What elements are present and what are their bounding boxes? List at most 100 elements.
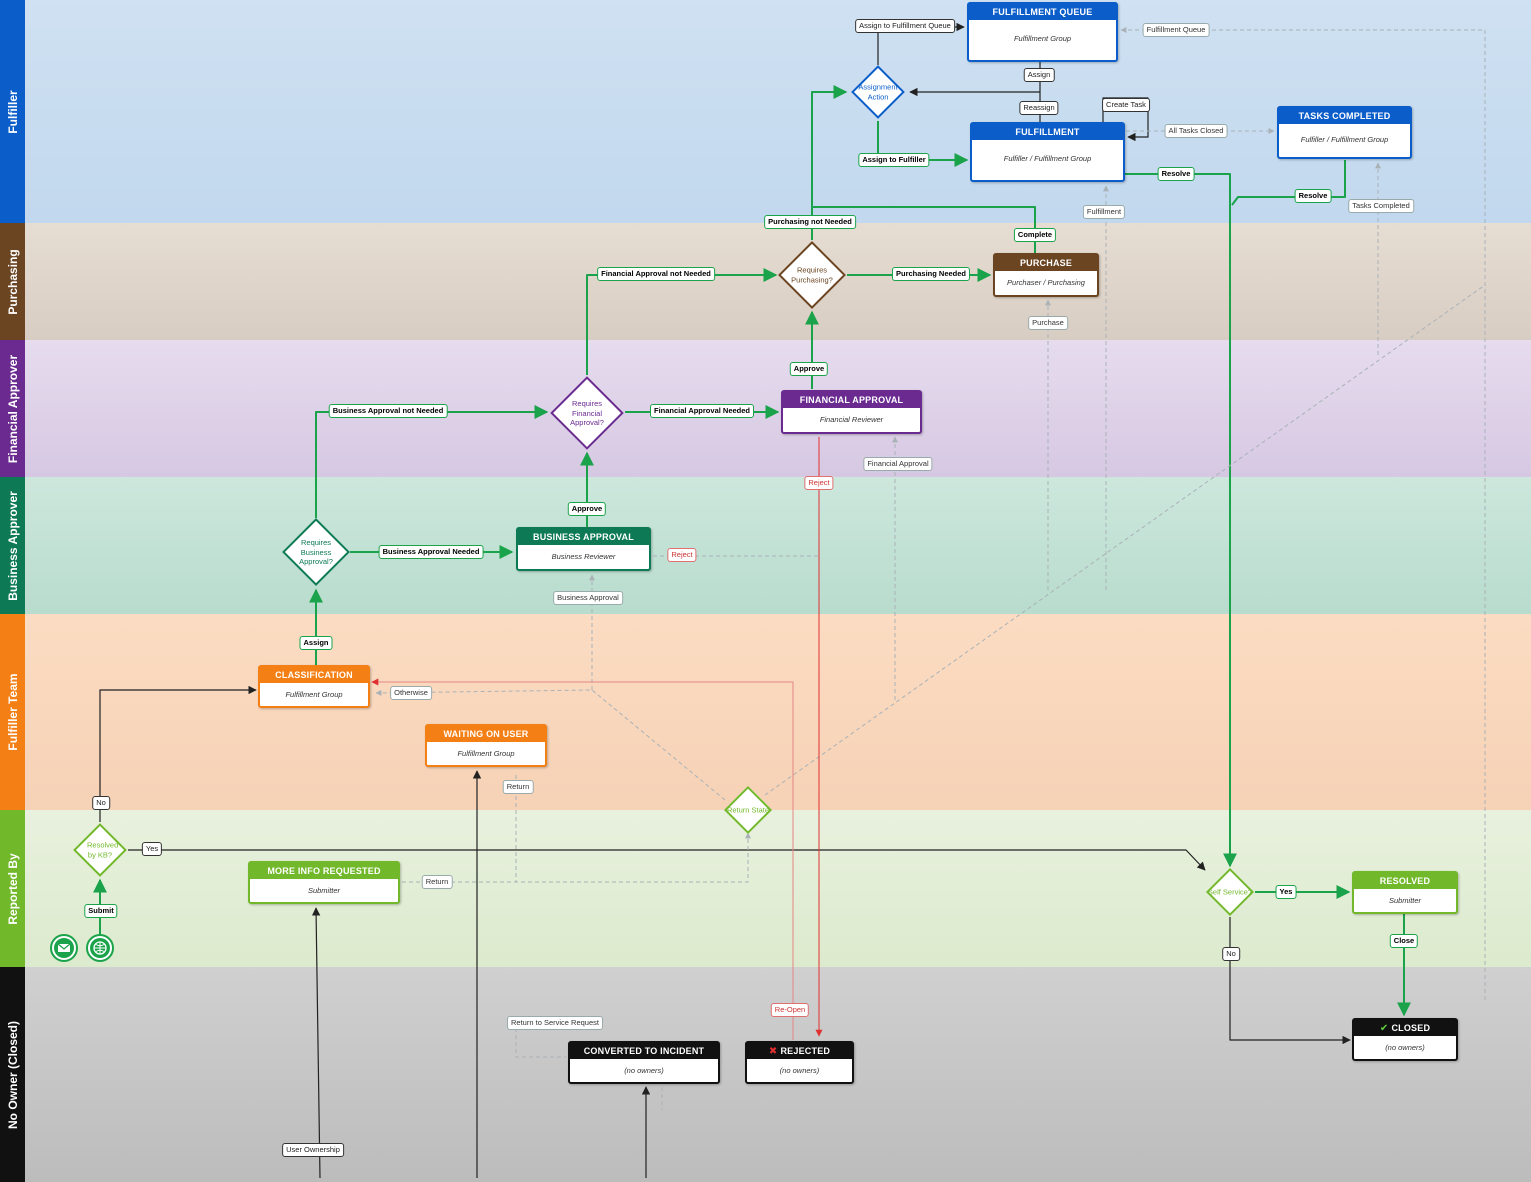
state-owner: Fulfiller / Fulfillment Group <box>1003 154 1092 163</box>
edge-resolve-fu <box>1125 173 1237 868</box>
decision-text: Requires Purchasing? <box>791 265 833 285</box>
label-reject-financial: Reject <box>804 476 834 490</box>
state-more-info-requested[interactable]: MORE INFO REQUESTED Submitter <box>248 861 400 904</box>
state-rejected[interactable]: ✖REJECTED (no owners) <box>745 1041 854 1084</box>
label-return-waiting: Return <box>502 780 534 794</box>
label-no-kb: No <box>92 796 110 810</box>
lane-tab: Business Approver <box>0 477 25 614</box>
edge-return-sr <box>515 1028 566 1058</box>
label-assign-to-fulfillment-queue: Assign to Fulfillment Queue <box>855 19 955 33</box>
edge-user-ownership <box>311 907 321 1179</box>
edge-yes-kb <box>128 849 1206 871</box>
state-owner: Financial Reviewer <box>819 415 884 424</box>
lane-tab: Financial Approver <box>0 340 25 477</box>
state-owner: Submitter <box>307 886 341 895</box>
label-no-self-service: No <box>1222 947 1240 961</box>
label-reassign: Reassign <box>1019 101 1059 115</box>
lane-closed: No Owner (Closed) <box>0 967 1531 1182</box>
web-icon[interactable] <box>86 934 114 962</box>
state-waiting-on-user[interactable]: WAITING ON USER Fulfillment Group <box>425 724 547 767</box>
state-owner: (no owners) <box>1385 1043 1425 1052</box>
state-business-approval[interactable]: BUSINESS APPROVAL Business Reviewer <box>516 527 651 571</box>
decision-text: Requires Business Approval? <box>299 537 333 566</box>
lane-tab: Fulfiller <box>0 0 25 223</box>
state-title: CLOSED <box>1391 1023 1431 1033</box>
label-approve-business: Approve <box>567 502 607 516</box>
label-yes-self-service: Yes <box>1275 885 1297 899</box>
state-owner: Fulfillment Group <box>285 690 343 699</box>
state-closed[interactable]: ✔CLOSED (no owners) <box>1352 1018 1458 1061</box>
lane-business: Business Approver <box>0 477 1531 614</box>
state-title: TASKS COMPLETED <box>1279 108 1410 124</box>
state-classification[interactable]: CLASSIFICATION Fulfillment Group <box>258 665 370 708</box>
lane-tab: Purchasing <box>0 223 25 340</box>
decision-text: Return State <box>726 805 770 815</box>
state-title: RESOLVED <box>1354 873 1456 889</box>
x-icon: ✖ <box>768 1046 778 1057</box>
label-financial-approval-needed: Financial Approval Needed <box>650 404 754 418</box>
label-business-approval-needed: Business Approval Needed <box>378 545 484 559</box>
state-fulfillment-queue[interactable]: FULFILLMENT QUEUE Fulfillment Group <box>967 2 1118 62</box>
state-fulfillment[interactable]: FULFILLMENT Fulfiller / Fulfillment Grou… <box>970 122 1125 182</box>
edge-no-ss <box>1229 917 1351 1045</box>
label-yes-kb: Yes <box>141 842 163 856</box>
edge-return-wu <box>515 775 751 883</box>
state-title: PURCHASE <box>995 255 1097 271</box>
label-re-open: Re-Open <box>770 1003 810 1017</box>
state-title: FULFILLMENT <box>972 124 1123 140</box>
state-financial-approval[interactable]: FINANCIAL APPROVAL Financial Reviewer <box>781 390 922 434</box>
decision-text: Requires Financial Approval? <box>570 398 604 427</box>
state-owner: (no owners) <box>624 1066 664 1075</box>
label-create-task: Create Task <box>1102 98 1150 112</box>
edge-no-kb <box>99 685 257 822</box>
state-resolved[interactable]: RESOLVED Submitter <box>1352 871 1458 914</box>
label-fulfillment-queue: Fulfillment Queue <box>1142 23 1210 37</box>
edge-purch-not-needed <box>811 85 848 240</box>
state-owner: (no owners) <box>779 1066 820 1075</box>
label-resolve-fulfillment: Resolve <box>1157 167 1195 181</box>
state-title: FINANCIAL APPROVAL <box>783 392 920 408</box>
edge-return-diag <box>764 284 1486 796</box>
state-owner: Purchaser / Purchasing <box>1007 278 1085 287</box>
lane-tab: Reported By <box>0 810 25 967</box>
state-title: CONVERTED TO INCIDENT <box>570 1043 718 1059</box>
state-owner: Fulfillment Group <box>1013 34 1072 43</box>
state-converted-to-incident[interactable]: CONVERTED TO INCIDENT (no owners) <box>568 1041 720 1084</box>
edge-bus-not-needed <box>315 405 549 518</box>
label-user-ownership: User Ownership <box>282 1143 344 1157</box>
label-all-tasks-closed: All Tasks Closed <box>1164 124 1228 138</box>
edge-fq-loop <box>1120 27 1486 1000</box>
lane-tab: No Owner (Closed) <box>0 967 25 1182</box>
label-approve-financial: Approve <box>789 362 829 376</box>
label-business-approval: Business Approval <box>553 591 623 605</box>
state-title: BUSINESS APPROVAL <box>518 529 649 545</box>
decision-text: Self Service? <box>1207 887 1253 897</box>
state-tasks-completed[interactable]: TASKS COMPLETED Fulfiller / Fulfillment … <box>1277 106 1412 159</box>
state-owner: Fulfiller / Fulfillment Group <box>1300 135 1389 144</box>
label-purchasing-not-needed: Purchasing not Needed <box>764 215 856 229</box>
label-reject-business: Reject <box>667 548 697 562</box>
state-purchase[interactable]: PURCHASE Purchaser / Purchasing <box>993 253 1099 297</box>
label-return-more-info: Return <box>421 875 453 889</box>
lane-team: Fulfiller Team <box>0 614 1531 810</box>
lane-purchasing: Purchasing <box>0 223 1531 340</box>
edge-fq-assign <box>909 62 1041 97</box>
edge-complete <box>812 206 1036 253</box>
decision-text: Assignment Action <box>858 82 898 102</box>
label-purchasing-needed: Purchasing Needed <box>891 267 971 281</box>
label-resolve-tasks: Resolve <box>1294 189 1332 203</box>
state-owner: Business Reviewer <box>551 552 616 561</box>
check-icon: ✔ <box>1379 1023 1389 1034</box>
edge-resolve-tc <box>1231 160 1346 206</box>
state-title: MORE INFO REQUESTED <box>250 863 398 879</box>
label-fulfillment: Fulfillment <box>1082 205 1126 219</box>
label-financial-approval: Financial Approval <box>863 457 933 471</box>
state-owner: Submitter <box>1388 896 1422 905</box>
label-assign: Assign <box>1023 68 1055 82</box>
label-close: Close <box>1389 934 1419 948</box>
edge-fin-not-needed <box>586 268 778 375</box>
email-icon[interactable] <box>50 934 78 962</box>
lane-tab: Fulfiller Team <box>0 614 25 810</box>
label-otherwise: Otherwise <box>390 686 432 700</box>
